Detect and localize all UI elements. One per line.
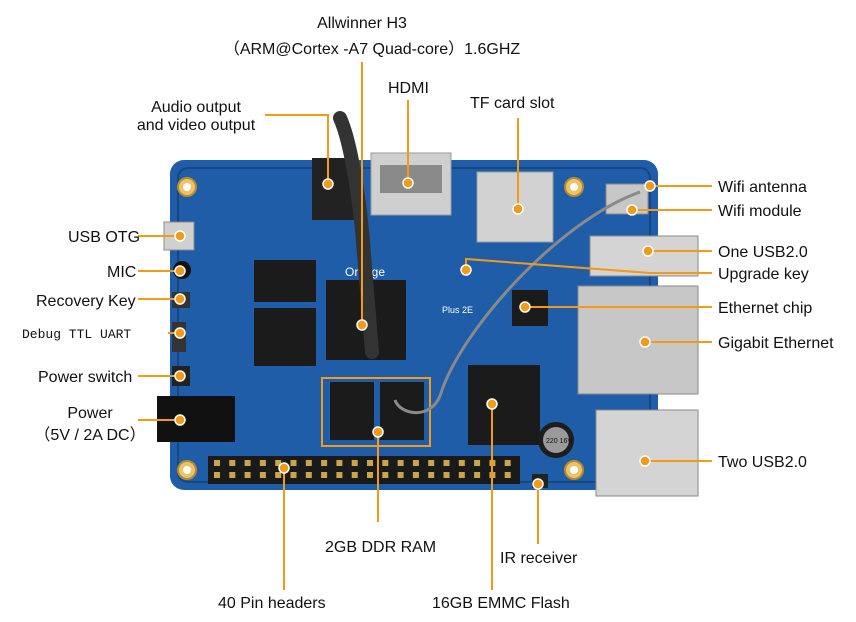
header-pin <box>305 460 312 466</box>
header-pin <box>259 460 266 466</box>
header-pin <box>321 472 328 478</box>
mic-label: MIC <box>107 264 137 281</box>
header-pin <box>305 472 312 478</box>
mounting-holes <box>177 177 584 480</box>
emmc-label: 16GB EMMC Flash <box>432 595 570 612</box>
wifi-module-label: Wifi module <box>718 203 802 220</box>
soc-label-line1: Allwinner H3 <box>317 15 407 32</box>
header-pin <box>458 460 465 466</box>
header-pin <box>244 460 251 466</box>
one-usb-label: One USB2.0 <box>718 244 808 261</box>
header-pin <box>458 472 465 478</box>
pins-label: 40 Pin headers <box>218 595 326 612</box>
header-pin <box>367 460 373 466</box>
board-model-text: Plus 2E <box>442 305 473 315</box>
header-pin <box>443 472 450 478</box>
ethernet-jack <box>577 285 699 395</box>
capacitor-text: 220 16V <box>546 438 572 445</box>
header-pin <box>321 460 328 466</box>
soc-label-line2: （ARM@Cortex -A7 Quad-core）1.6GHZ <box>223 41 521 58</box>
recovery-label: Recovery Key <box>36 293 136 310</box>
header-pin <box>229 460 236 466</box>
wifi-antenna-label: Wifi antenna <box>718 179 807 196</box>
header-pin <box>290 460 297 466</box>
gpio-header <box>208 456 520 484</box>
header-pin <box>290 472 297 478</box>
audio-label-line1: Audio output <box>151 99 241 116</box>
header-pin <box>412 460 419 466</box>
header-pin <box>214 472 220 478</box>
header-pin <box>275 472 282 478</box>
header-pin <box>474 472 481 478</box>
eth-chip-label: Ethernet chip <box>718 300 813 317</box>
power-label-line2: （5V / 2A DC） <box>34 427 146 444</box>
leader-dots <box>174 177 656 490</box>
ram-label: 2GB DDR RAM <box>325 539 437 556</box>
two-usb-label: Two USB2.0 <box>718 454 807 471</box>
ram-highlight <box>321 377 431 447</box>
header-pin <box>336 472 343 478</box>
header-pin <box>351 472 358 478</box>
usb-otg-label: USB OTG <box>68 229 141 246</box>
header-pin <box>412 472 419 478</box>
header-pin <box>428 460 435 466</box>
hdmi-label: HDMI <box>388 80 429 97</box>
header-pin <box>397 472 404 478</box>
header-pin <box>504 460 511 466</box>
power-switch-label: Power switch <box>38 369 133 386</box>
header-pin <box>367 472 373 478</box>
header-pin <box>244 472 251 478</box>
header-pin <box>382 472 389 478</box>
ram-chip-2 <box>254 308 316 366</box>
header-pin <box>229 472 236 478</box>
upgrade-label: Upgrade key <box>718 266 809 283</box>
header-pin <box>474 460 481 466</box>
ram-chip-1 <box>254 260 316 302</box>
ir-label: IR receiver <box>500 550 578 567</box>
header-pin <box>259 472 266 478</box>
power-label-line1: Power <box>67 405 113 422</box>
header-pin <box>214 460 220 466</box>
ram-chip-3 <box>330 382 374 440</box>
header-pin <box>428 472 435 478</box>
header-pin <box>504 472 511 478</box>
header-pin <box>275 460 282 466</box>
debug-label: Debug TTL UART <box>22 327 132 342</box>
header-pin <box>351 460 358 466</box>
leader-lines <box>138 62 712 590</box>
header-pin <box>382 460 389 466</box>
header-pin <box>397 460 404 466</box>
emmc-chip <box>468 365 540 445</box>
antenna-cable <box>393 190 641 414</box>
header-pin <box>443 460 450 466</box>
usb-dual-port <box>595 409 699 497</box>
ram-chip-4 <box>380 382 424 440</box>
gige-label: Gigabit Ethernet <box>718 335 834 352</box>
header-pin <box>336 460 343 466</box>
tf-label: TF card slot <box>470 95 555 112</box>
audio-label-line2: and video output <box>136 117 256 134</box>
